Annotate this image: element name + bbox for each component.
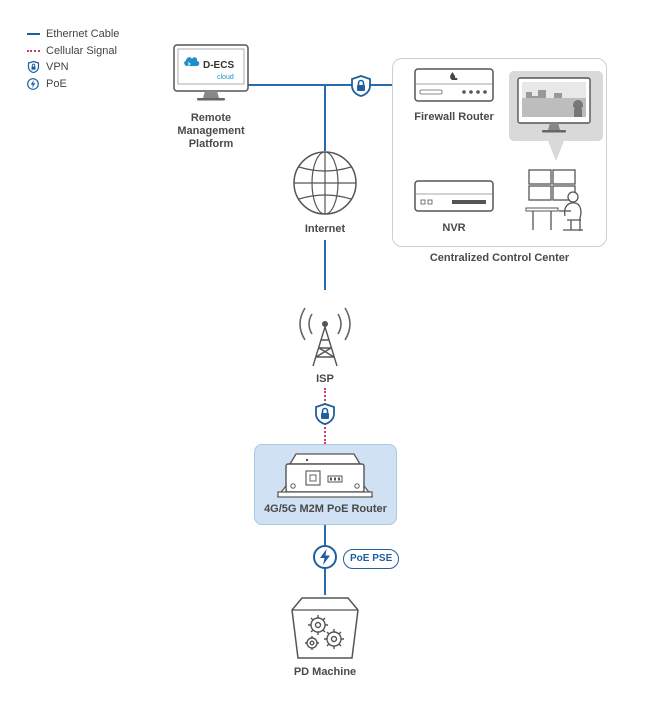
control-center-label: Centralized Control Center <box>429 252 570 264</box>
internet-globe-icon <box>293 151 357 215</box>
ethernet-to-internet <box>324 85 326 151</box>
firewall-label: Firewall Router <box>414 111 494 123</box>
pd-machine-label: PD Machine <box>293 666 357 678</box>
legend: Ethernet Cable Cellular Signal VPN PoE <box>26 26 119 92</box>
isp-label: ISP <box>316 373 334 385</box>
pd-machine-icon <box>291 597 359 659</box>
poe-pse-badge: PoE PSE <box>343 549 400 569</box>
legend-cellular: Cellular Signal <box>26 43 119 60</box>
rmp-logo-sub: cloud <box>217 74 234 81</box>
operator-workstation-icon <box>525 169 583 231</box>
poe-bolt-icon-main <box>313 545 337 569</box>
nvr-icon <box>414 180 494 212</box>
m2m-router-icon <box>276 453 374 498</box>
ethernet-internet-to-isp <box>324 240 326 290</box>
vpn-shield-icon <box>27 61 39 74</box>
isp-tower-icon <box>299 307 351 367</box>
poe-bolt-icon <box>27 77 39 90</box>
rmp-logo-main: D-ECS <box>203 60 235 71</box>
ethernet-line-icon <box>26 33 40 36</box>
firewall-router-icon <box>414 68 494 102</box>
legend-poe-label: PoE <box>46 77 67 90</box>
legend-ethernet-label: Ethernet Cable <box>46 28 120 41</box>
rmp-monitor-icon <box>173 44 249 101</box>
legend-cellular-label: Cellular Signal <box>46 44 117 57</box>
m2m-router-label: 4G/5G M2M PoE Router <box>264 503 387 515</box>
internet-label: Internet <box>304 223 346 235</box>
ethernet-rmp-to-center <box>247 84 415 86</box>
legend-ethernet: Ethernet Cable <box>26 26 119 43</box>
cellular-line-icon <box>26 49 40 52</box>
legend-poe: PoE <box>26 76 119 93</box>
legend-vpn: VPN <box>26 59 119 76</box>
rmp-label: Remote Management Platform <box>177 112 245 150</box>
camera-view-monitor-icon <box>509 71 603 161</box>
vpn-lock-icon-cellular <box>315 403 335 425</box>
vpn-lock-icon-top <box>351 75 371 97</box>
legend-vpn-label: VPN <box>46 61 69 74</box>
nvr-label: NVR <box>442 222 466 234</box>
